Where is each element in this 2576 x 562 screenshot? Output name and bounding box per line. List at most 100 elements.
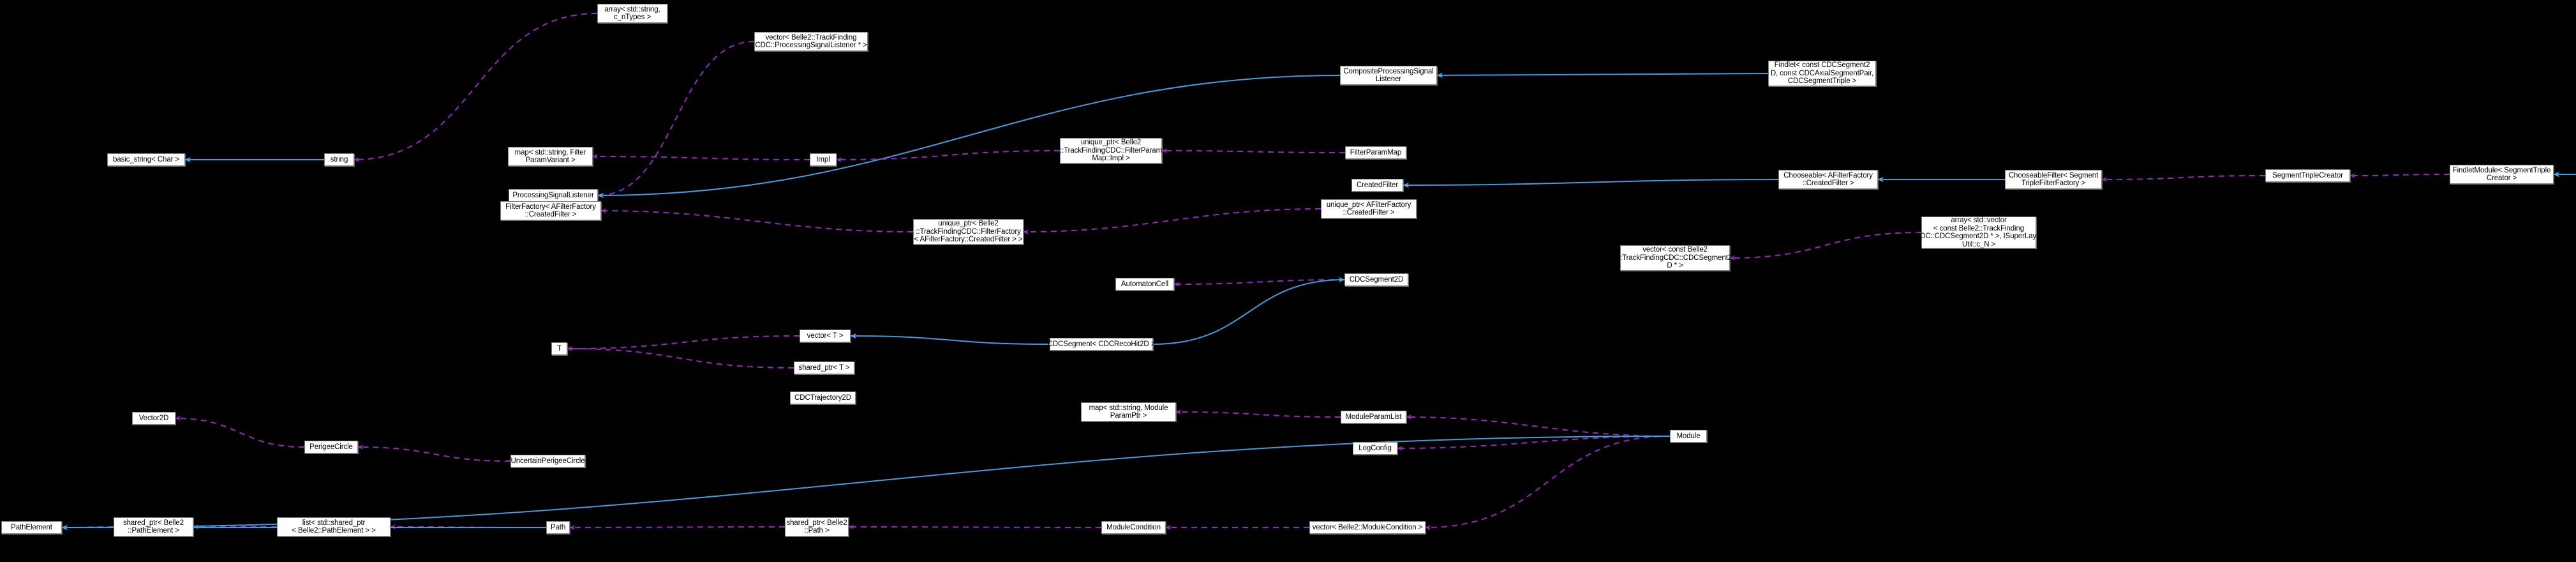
node-map_string_moduleparam[interactable]: map< std::string, Module ParamPtr >: [1081, 402, 1176, 422]
edge-path-to-list_shared_ptr_pe: [390, 524, 547, 529]
node-cdctrajectory2d[interactable]: CDCTrajectory2D: [790, 391, 856, 404]
node-label: AutomatonCell: [1120, 280, 1169, 288]
edge-shared_ptr_t-to-t: [567, 346, 794, 368]
node-processingsignallistener[interactable]: ProcessingSignalListener: [509, 189, 598, 202]
node-impl[interactable]: Impl: [810, 153, 837, 166]
edge-chooseable_aff_cf-to-createdfilter: [1403, 179, 1779, 188]
node-uncertainperigeecircle[interactable]: UncertainPerigeeCircle: [510, 455, 585, 467]
node-label: CDCSegment< CDCRecoHit2D >: [1047, 340, 1156, 348]
node-label: list< std::shared_ptr < Belle2::PathElem…: [292, 519, 376, 535]
edge-array_vector_seg2d-to-vector_const_seg2d: [1729, 232, 1922, 261]
edge-vector_t-to-t: [567, 335, 800, 351]
node-label: PerigeeCircle: [309, 443, 353, 451]
node-label: unique_ptr< Belle2 ::TrackFindingCDC::Fi…: [914, 220, 1023, 244]
node-logconfig[interactable]: LogConfig: [1353, 442, 1397, 455]
node-label: CreatedFilter: [1356, 181, 1399, 189]
node-composite_psl[interactable]: CompositeProcessingSignal Listener: [1340, 66, 1437, 85]
node-label: Vector2D: [138, 414, 169, 422]
edge-findlet_seg2d-to-composite_psl: [1436, 72, 1769, 79]
node-path[interactable]: Path: [546, 521, 570, 534]
node-map_string_filterparam[interactable]: map< std::string, Filter ParamVariant >: [508, 147, 593, 166]
edge-cdcsegment_recohit2d-to-cdcsegment2d: [1152, 277, 1345, 345]
node-label: CDCTrajectory2D: [794, 393, 851, 402]
node-vector_psl[interactable]: vector< Belle2::TrackFinding CDC::Proces…: [754, 32, 868, 51]
node-label: CDCSegment2D: [1349, 275, 1404, 284]
edge-unique_ptr_fpm_impl-to-impl: [836, 150, 1061, 162]
node-vector_t[interactable]: vector< T >: [800, 330, 851, 342]
node-t[interactable]: T: [551, 342, 567, 355]
edge-cdcsegment_recohit2d-to-vector_t: [850, 333, 1050, 345]
node-vector_modulecondition[interactable]: vector< Belle2::ModuleCondition >: [1309, 521, 1426, 534]
edge-cdcsegment2d-to-automatoncell: [1173, 279, 1345, 287]
node-module[interactable]: Module: [1670, 430, 1707, 443]
edge-moduleparamlist-to-map_string_moduleparam: [1175, 409, 1341, 418]
edge-shared_ptr_path-to-path: [569, 525, 785, 530]
node-shared_ptr_t[interactable]: shared_ptr< T >: [794, 361, 854, 374]
edge-filterparammap-to-unique_ptr_fpm_impl: [1161, 148, 1346, 153]
node-label: shared_ptr< T >: [798, 363, 850, 372]
node-vector2d[interactable]: Vector2D: [132, 412, 175, 425]
node-label: Module: [1676, 432, 1701, 440]
node-label: vector< Belle2::ModuleCondition >: [1312, 523, 1423, 531]
node-label: LogConfig: [1359, 444, 1392, 452]
node-label: map< std::string, Module ParamPtr >: [1089, 404, 1168, 420]
node-label: PathElement: [11, 523, 52, 531]
node-label: vector< T >: [807, 331, 844, 340]
edge-array_string_ntypes-to-string: [354, 13, 598, 162]
node-label: UncertainPerigeeCircle: [510, 457, 585, 465]
node-label: ModuleCondition: [1106, 523, 1161, 531]
node-label: string: [330, 155, 348, 163]
node-unique_ptr_fpm_impl[interactable]: unique_ptr< Belle2 ::TrackFindingCDC::Fi…: [1060, 138, 1162, 163]
node-label: T: [557, 344, 562, 353]
node-label: basic_string< Char >: [112, 155, 180, 163]
node-vector_const_seg2d[interactable]: vector< const Belle2 ::TrackFindingCDC::…: [1618, 245, 1732, 271]
node-string[interactable]: string: [324, 153, 354, 166]
edge-module-to-pathelement: [61, 436, 1671, 531]
node-segmenttriplecreator[interactable]: SegmentTripleCreator: [2265, 169, 2350, 182]
node-perigeecircle[interactable]: PerigeeCircle: [304, 441, 358, 453]
node-label: ChooseableFilter< Segment TripleFilterFa…: [2008, 171, 2099, 188]
edge-unique_ptr_ff_aff_cf-to-filterfactory_aff_cf: [600, 208, 914, 232]
edge-composite_psl-to-processingsignallistener: [597, 75, 1341, 199]
node-shared_ptr_pathelement[interactable]: shared_ptr< Belle2 ::PathElement >: [114, 517, 193, 536]
node-label: unique_ptr< Belle2 ::TrackFindingCDC::Fi…: [1059, 139, 1163, 163]
node-array_string_ntypes[interactable]: array< std::string, c_nTypes >: [597, 4, 667, 23]
node-label: map< std::string, Filter ParamVariant >: [514, 148, 586, 165]
node-createdfilter[interactable]: CreatedFilter: [1351, 179, 1403, 192]
node-unique_ptr_aff_cf[interactable]: unique_ptr< AFilterFactory ::CreatedFilt…: [1321, 199, 1417, 218]
node-list_shared_ptr_pe[interactable]: list< std::shared_ptr < Belle2::PathElem…: [277, 517, 391, 536]
node-label: FindletModule< SegmentTriple Creator >: [2452, 166, 2551, 183]
edge-shared_ptr_pathelement-to-pathelement: [61, 525, 114, 530]
node-filterparammap[interactable]: FilterParamMap: [1345, 146, 1406, 159]
node-automatoncell[interactable]: AutomatonCell: [1115, 278, 1174, 291]
edge-module-to-logconfig: [1397, 436, 1671, 451]
edge-modulecondition-to-shared_ptr_path: [848, 524, 1102, 529]
node-array_vector_seg2d[interactable]: array< std::vector < const Belle2::Track…: [1915, 216, 2043, 248]
edge-impl-to-map_string_filterparam: [592, 154, 810, 160]
node-pathelement[interactable]: PathElement: [1, 521, 62, 534]
node-findlet_seg2d[interactable]: Findlet< const CDCSegment2 D, const CDCA…: [1768, 61, 1876, 86]
node-basic_string[interactable]: basic_string< Char >: [107, 153, 185, 166]
edge-paths: [61, 13, 2576, 531]
node-label: SegmentTripleCreator: [2272, 171, 2343, 179]
node-findletmodule_stc[interactable]: FindletModule< SegmentTriple Creator >: [2450, 165, 2554, 184]
node-unique_ptr_ff_aff_cf[interactable]: unique_ptr< Belle2 ::TrackFindingCDC::Fi…: [913, 219, 1024, 245]
edge-perigeecircle-to-vector2d: [175, 416, 305, 448]
node-cdcsegment_recohit2d[interactable]: CDCSegment< CDCRecoHit2D >: [1047, 338, 1156, 351]
node-cdcsegment2d[interactable]: CDCSegment2D: [1344, 273, 1408, 286]
node-label: shared_ptr< Belle2 ::PathElement >: [123, 519, 184, 535]
node-label: vector< const Belle2 ::TrackFindingCDC::…: [1618, 246, 1732, 270]
edge-segmenttriplecreator-to-chooseablefilter_stff: [2101, 175, 2266, 182]
node-label: ProcessingSignalListener: [512, 191, 594, 199]
node-modulecondition[interactable]: ModuleCondition: [1101, 521, 1166, 534]
node-moduleparamlist[interactable]: ModuleParamList: [1341, 411, 1406, 423]
node-chooseablefilter_stff[interactable]: ChooseableFilter< Segment TripleFilterFa…: [2005, 170, 2102, 189]
node-label: unique_ptr< AFilterFactory ::CreatedFilt…: [1326, 201, 1411, 217]
node-shared_ptr_path[interactable]: shared_ptr< Belle2 ::Path >: [785, 517, 849, 536]
node-chooseable_aff_cf[interactable]: Chooseable< AFilterFactory ::CreatedFilt…: [1778, 170, 1878, 189]
node-filterfactory_aff_cf[interactable]: FilterFactory< AFilterFactory ::CreatedF…: [500, 201, 601, 220]
edge-module-to-moduleparamlist: [1406, 414, 1671, 437]
edge-uncertainperigeecircle-to-perigeecircle: [357, 444, 511, 462]
